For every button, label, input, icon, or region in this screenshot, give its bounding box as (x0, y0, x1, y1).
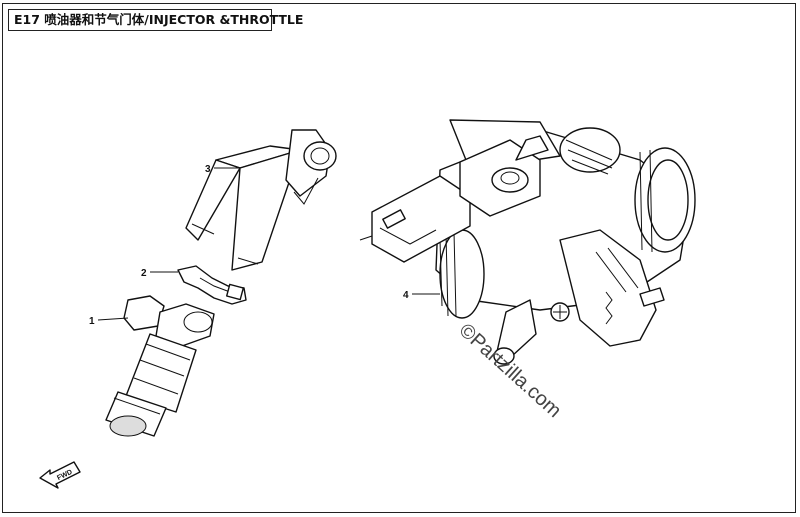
part-2-clip[interactable] (177, 265, 247, 305)
callout-2: 2 (141, 268, 147, 279)
callout-3: 3 (205, 164, 211, 175)
part-1-injector[interactable] (105, 295, 215, 437)
diagram-frame (2, 3, 796, 513)
part-3-cover[interactable] (185, 129, 337, 271)
callout-1: 1 (89, 316, 95, 327)
part-4-throttle-body[interactable] (359, 119, 696, 365)
callout-4: 4 (403, 290, 409, 301)
fwd-arrow-icon: FWD (39, 461, 81, 489)
callout-leaders (97, 167, 440, 321)
page-title: E17 喷油器和节气门体/INJECTOR &THROTTLE (8, 9, 303, 31)
